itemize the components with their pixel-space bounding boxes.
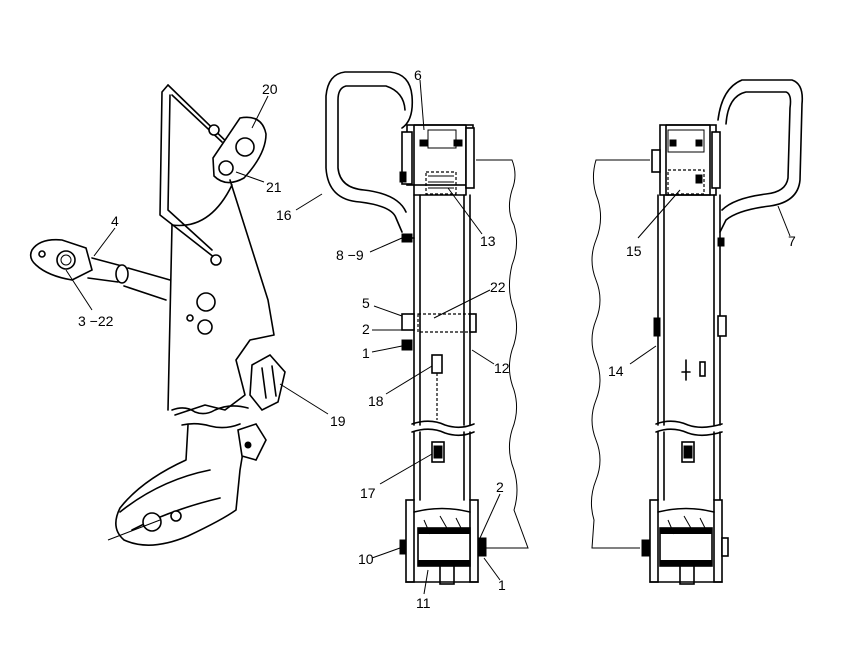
callout-11: 11 [416,595,431,611]
callout-19: 19 [330,413,346,429]
callout-16: 16 [276,207,292,223]
callout-15: 15 [626,243,642,259]
callout-1-upper: 1 [362,345,370,361]
callout-6: 6 [414,67,422,83]
callout-3-22: 3 −22 [78,313,114,329]
callout-2-upper: 2 [362,321,370,337]
callout-13: 13 [480,233,496,249]
callout-2-lower: 2 [496,479,504,495]
callout-4: 4 [111,213,119,229]
callout-17: 17 [360,485,376,501]
callout-8-9: 8 −9 [336,247,364,263]
left-lever-assembly [29,84,286,546]
callout-12: 12 [494,360,510,376]
callout-10: 10 [358,551,374,567]
callout-18: 18 [368,393,384,409]
callout-20: 20 [262,81,278,97]
callout-5: 5 [362,295,370,311]
callout-22: 22 [490,279,506,295]
callout-7: 7 [788,233,796,249]
callout-14: 14 [608,363,624,379]
callout-1-lower: 1 [498,577,506,593]
callouts: 20 21 4 3 −22 19 6 16 13 8 −9 22 5 2 [65,67,796,611]
right-strut-assembly [590,79,804,585]
callout-21: 21 [266,179,282,195]
middle-strut-assembly [325,71,529,585]
